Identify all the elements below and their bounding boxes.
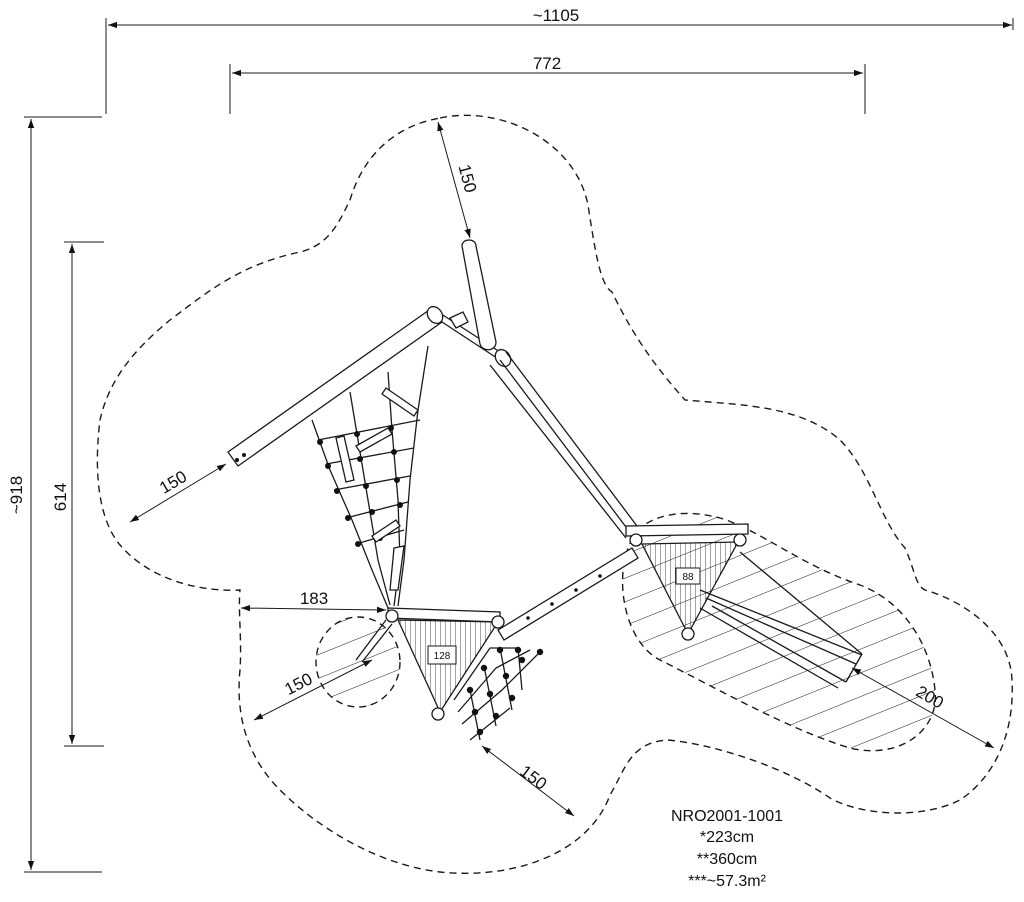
safety-area-spec: ***~57.3m² — [688, 873, 766, 890]
height-spec-2: **360cm — [697, 851, 757, 868]
connecting-beam — [497, 547, 639, 641]
dimension-clearance-left: 150 — [129, 463, 227, 523]
frame-width-label: 772 — [533, 54, 561, 73]
height-spec-1: *223cm — [700, 829, 754, 846]
left-rope-ladder — [311, 345, 429, 609]
right-impact-zone — [621, 512, 937, 752]
right-platform-height-tag: 88 — [682, 572, 694, 583]
dimension-clearance-bottom: 150 — [481, 745, 575, 817]
safety-zone-outline — [96, 114, 1013, 874]
clearance-left-label: 150 — [156, 467, 190, 498]
dimension-clearance-top: 150 — [437, 121, 480, 239]
overall-depth-label: ~918 — [7, 476, 26, 514]
upper-log — [461, 239, 641, 539]
dimension-offset-183: 183 — [240, 589, 387, 614]
rope-traverse — [699, 551, 863, 689]
right-platform: 88 — [625, 523, 749, 641]
ladder-rungs — [335, 387, 419, 591]
product-code: NRO2001-1001 — [671, 808, 783, 825]
dimension-frame-depth: 614 — [51, 241, 104, 747]
dimension-overall-depth: ~918 — [7, 116, 102, 873]
left-platform-height-tag: 128 — [434, 651, 451, 662]
left-impact-zone — [315, 616, 401, 708]
dimension-overall-width: ~1105 — [105, 6, 1014, 114]
overall-width-label: ~1105 — [533, 6, 579, 25]
offset-183-label: 183 — [300, 589, 328, 608]
clearance-top-label: 150 — [454, 162, 480, 194]
lower-cargo-net — [453, 646, 544, 741]
clearance-bottom-label: 150 — [516, 761, 550, 793]
left-platform: 128 — [355, 607, 505, 721]
frame-depth-label: 614 — [51, 483, 70, 511]
clearance-lower-left-label: 150 — [282, 669, 316, 699]
product-info-block: NRO2001-1001 *223cm **360cm ***~57.3m² — [671, 808, 783, 890]
dimension-frame-width: 772 — [229, 54, 866, 114]
